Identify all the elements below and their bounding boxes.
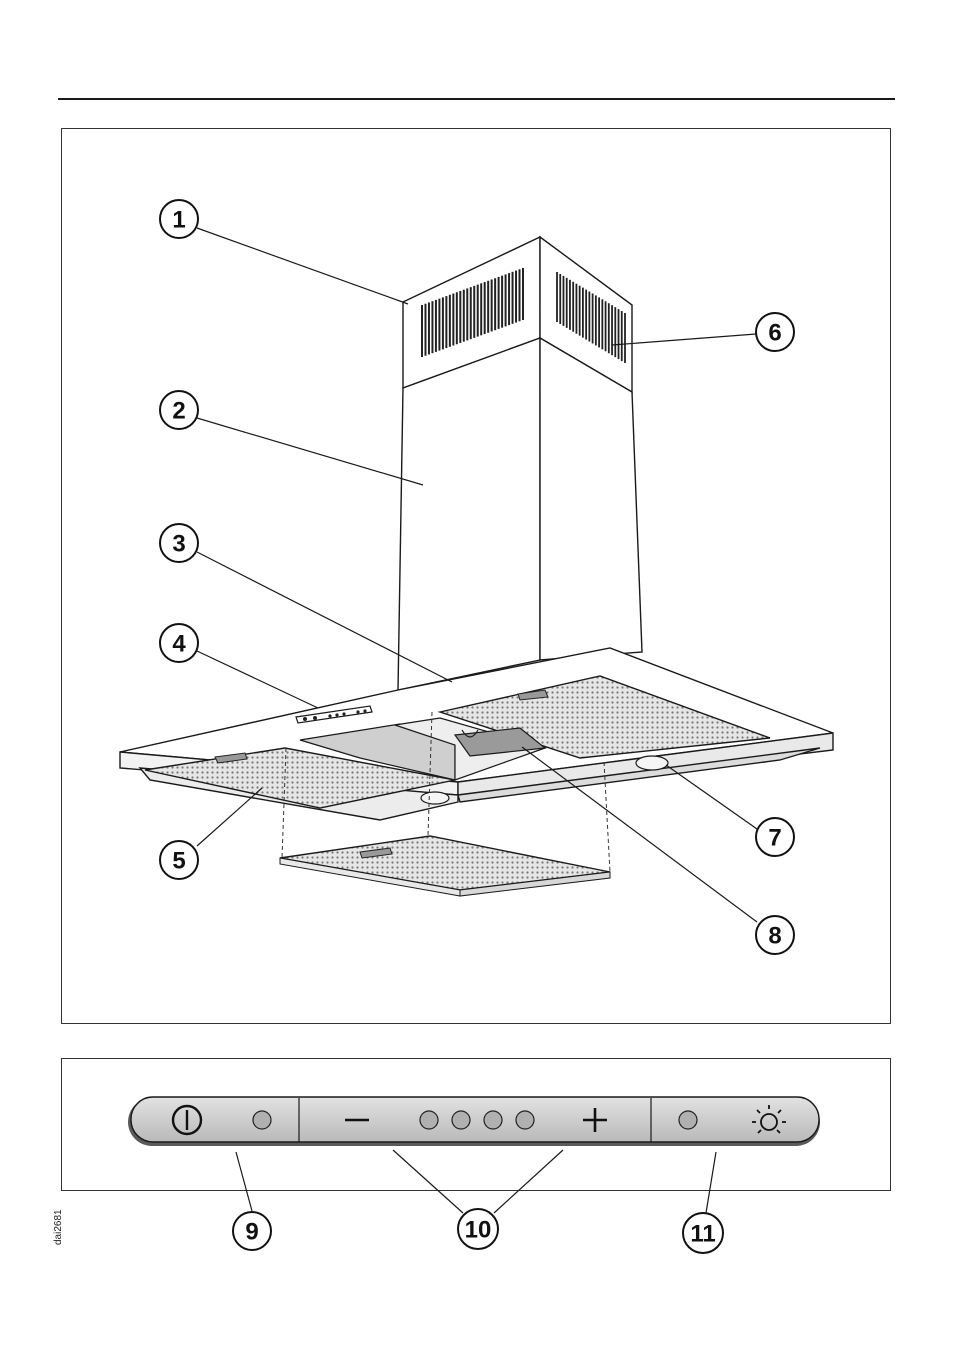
callout-4: 4 [160,624,198,662]
fan-speed-led-1 [420,1111,438,1129]
callout-5: 5 [160,841,198,879]
callout-7: 7 [756,818,794,856]
svg-text:11: 11 [690,1221,715,1248]
svg-text:2: 2 [172,398,185,425]
callout-6: 6 [756,313,794,351]
callout-9: 9 [233,1212,271,1250]
svg-text:8: 8 [768,923,781,950]
svg-text:3: 3 [172,531,185,558]
svg-text:4: 4 [172,631,186,658]
grease-filter-removed [280,836,610,896]
svg-text:6: 6 [768,320,781,347]
chimney-lower-front [398,338,540,690]
svg-text:1: 1 [172,207,185,234]
callout-10: 10 [458,1209,498,1249]
callout-8: 8 [756,916,794,954]
svg-text:7: 7 [768,825,781,852]
svg-text:9: 9 [245,1219,258,1246]
light-indicator [679,1111,697,1129]
callout-1: 1 [160,200,198,238]
fan-speed-led-2 [452,1111,470,1129]
control-panel [128,1097,820,1146]
fan-speed-led-4 [516,1111,534,1129]
callout-3: 3 [160,524,198,562]
svg-text:10: 10 [465,1217,492,1244]
callout-2: 2 [160,391,198,429]
document-code: dai2681 [53,1209,64,1245]
power-indicator [253,1111,271,1129]
callout-11: 11 [683,1213,723,1253]
fan-speed-led-3 [484,1111,502,1129]
svg-text:5: 5 [172,848,185,875]
